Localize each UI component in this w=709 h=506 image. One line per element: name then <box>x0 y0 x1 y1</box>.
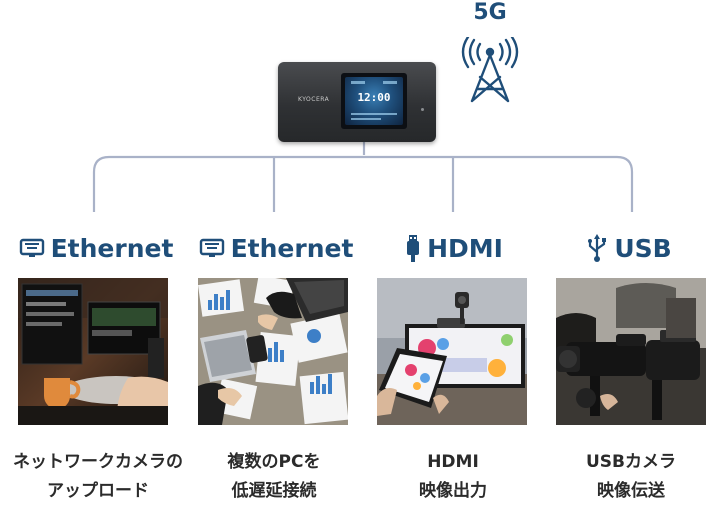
branch-outer-line <box>92 155 634 212</box>
caption-ethernet-2: 複数のPCを 低遅延接続 <box>174 448 374 506</box>
caption-line: HDMI <box>427 452 479 472</box>
mobile-router: KYOCERA 12:00 <box>278 62 436 142</box>
column-header-usb: USB <box>554 230 704 266</box>
ethernet-port-icon <box>199 238 224 257</box>
router-screen-display: 12:00 <box>345 77 403 125</box>
caption-line: アップロード <box>47 481 149 501</box>
column-title: Ethernet <box>230 233 354 263</box>
ethernet-port-icon <box>19 238 44 257</box>
column-header-ethernet-2: Ethernet <box>194 230 358 266</box>
caption-usb: USBカメラ 映像伝送 <box>546 448 709 506</box>
router-brand-logo: KYOCERA <box>298 96 330 103</box>
caption-line: 映像伝送 <box>597 481 665 501</box>
router-screen: 12:00 <box>341 73 407 129</box>
caption-line: 映像出力 <box>419 481 487 501</box>
usb-icon <box>588 234 607 262</box>
column-header-hdmi: HDMI <box>376 230 532 266</box>
column-title: USB <box>614 233 672 263</box>
photo-multiple-pcs <box>198 278 348 425</box>
photo-network-camera <box>18 278 168 425</box>
caption-hdmi: HDMI 映像出力 <box>368 448 538 506</box>
photo-hdmi-output <box>377 278 527 425</box>
column-title: HDMI <box>427 233 503 263</box>
antenna-tower-icon <box>461 37 519 103</box>
caption-ethernet-1: ネットワークカメラの アップロード <box>0 448 196 506</box>
caption-line: 低遅延接続 <box>231 481 317 501</box>
caption-line: 複数のPCを <box>227 452 321 472</box>
column-header-ethernet-1: Ethernet <box>14 230 178 266</box>
network-label: 5G <box>473 0 507 25</box>
photo-usb-camera <box>556 278 706 425</box>
hdmi-connector-icon <box>407 235 420 262</box>
column-title: Ethernet <box>50 233 174 263</box>
caption-line: USBカメラ <box>585 452 676 472</box>
caption-line: ネットワークカメラの <box>13 452 183 472</box>
router-led <box>421 108 424 111</box>
router-clock: 12:00 <box>357 91 391 104</box>
